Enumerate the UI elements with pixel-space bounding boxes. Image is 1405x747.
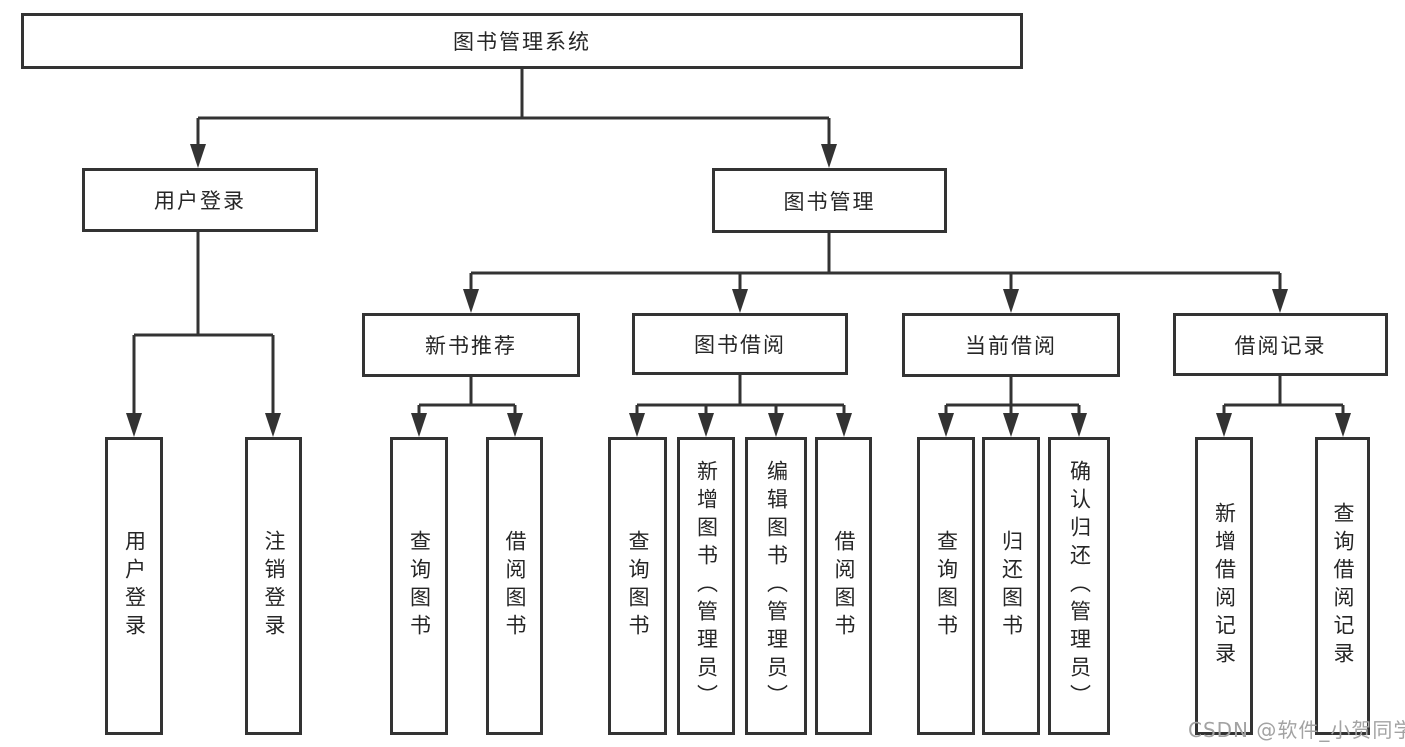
- arrowheads: [126, 144, 1351, 437]
- node-book-management-module: 图书管理: [712, 168, 947, 233]
- node-book-borrowing: 图书借阅: [632, 313, 848, 375]
- node-borrowing-records: 借阅记录: [1173, 313, 1388, 376]
- leaf-borrow-books-recommend: 借阅图书: [486, 437, 543, 735]
- node-user-login-module: 用户登录: [82, 168, 318, 232]
- leaf-query-books-borrowing: 查询图书: [608, 437, 667, 735]
- leaf-confirm-return-admin: 确认归还（管理员）: [1048, 437, 1110, 735]
- leaf-add-books-admin: 新增图书（管理员）: [677, 437, 735, 735]
- leaf-add-borrow-record: 新增借阅记录: [1195, 437, 1253, 735]
- node-root-library-system: 图书管理系统: [21, 13, 1023, 69]
- leaf-edit-books-admin: 编辑图书（管理员）: [745, 437, 807, 735]
- node-current-borrowing: 当前借阅: [902, 313, 1120, 377]
- leaf-query-borrow-record: 查询借阅记录: [1315, 437, 1370, 735]
- leaf-borrow-books: 借阅图书: [815, 437, 872, 735]
- leaf-user-login: 用户登录: [105, 437, 163, 735]
- leaf-query-books-current: 查询图书: [917, 437, 975, 735]
- leaf-query-books-recommend: 查询图书: [390, 437, 448, 735]
- leaf-logout: 注销登录: [245, 437, 302, 735]
- node-new-book-recommendation: 新书推荐: [362, 313, 580, 377]
- csdn-watermark: CSDN @软件_小贺同学: [1188, 718, 1405, 742]
- leaf-return-books: 归还图书: [982, 437, 1040, 735]
